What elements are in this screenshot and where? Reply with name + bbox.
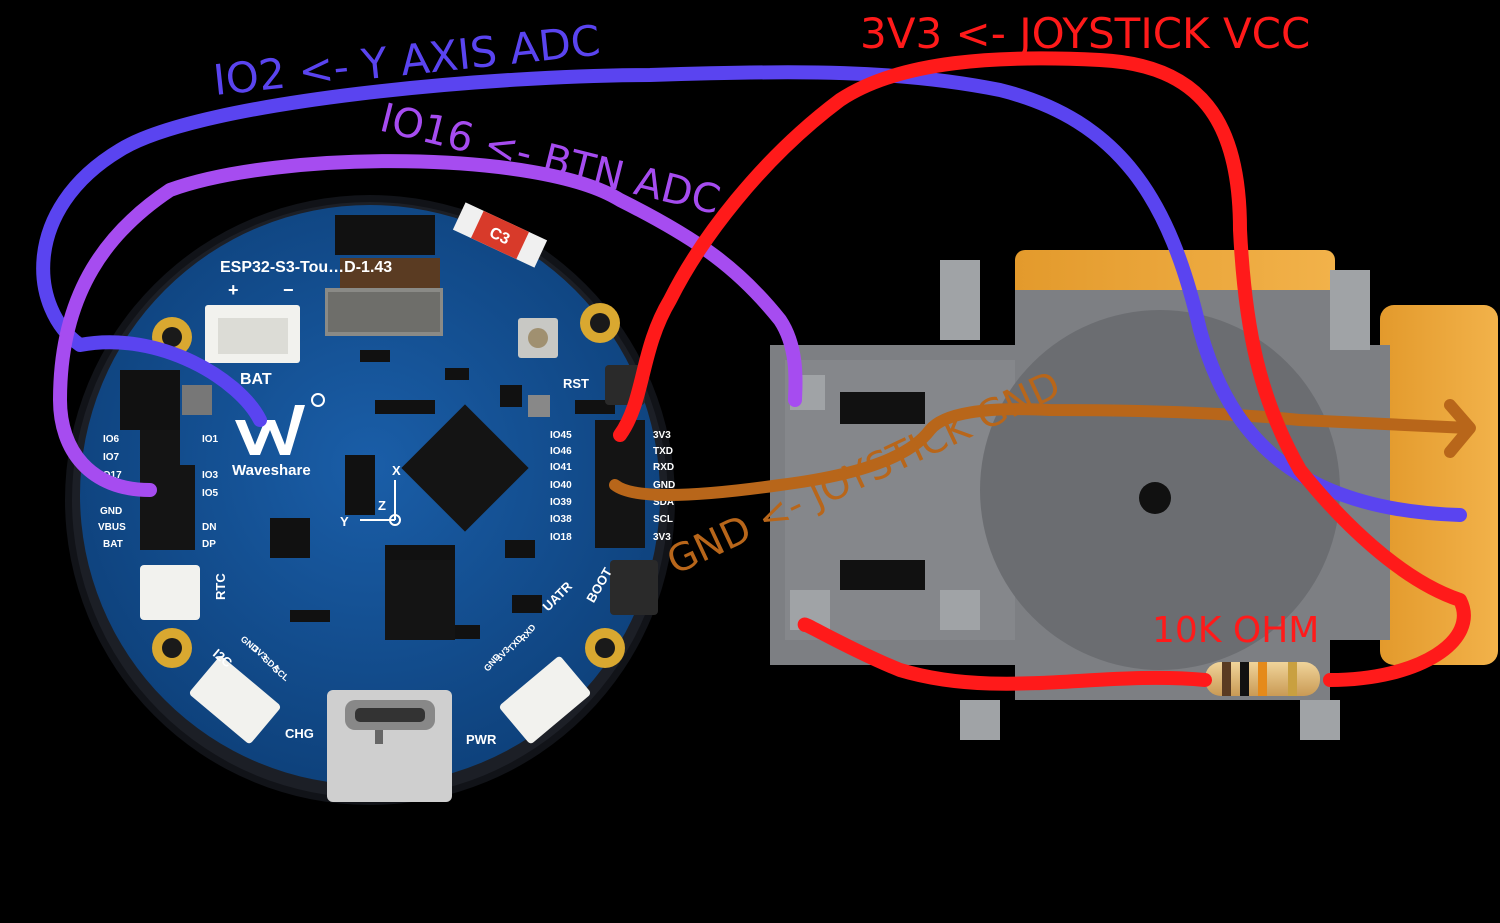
slot	[840, 392, 925, 424]
pin-label: IO46	[550, 446, 572, 457]
pin-label: VBUS	[98, 522, 126, 533]
vcc-label: 3V3 <- JOYSTICK VCC	[860, 9, 1310, 58]
wire-vcc-resistor-lead	[797, 617, 1212, 691]
pin-label: RXD	[653, 462, 674, 473]
waveshare-logo-icon	[235, 393, 325, 455]
i2c-connector	[189, 656, 281, 744]
esp32-board: C3 ESP32-S3-Tou…D-1.43 + − BAT	[65, 195, 675, 805]
pin-label: IO41	[550, 462, 572, 473]
flash-chip	[385, 560, 455, 640]
pwr-label: PWR	[466, 732, 497, 747]
right-pin-labels-left: IO45 IO46 IO41 IO40 IO39 IO38 IO18	[550, 430, 572, 543]
capacitor-c3: C3	[452, 202, 548, 268]
pin-label: IO39	[550, 497, 572, 508]
pin-label: IO3	[202, 470, 219, 481]
axis-y-label: Y	[340, 514, 349, 529]
pin-label: 3V3	[653, 532, 671, 543]
pin-label: IO38	[550, 514, 572, 525]
slot	[840, 560, 925, 590]
bat-plus: +	[228, 280, 239, 300]
left-pin-labels: IO6 IO7 IO17 GND VBUS BAT	[98, 434, 126, 550]
brand-label: Waveshare	[232, 462, 311, 479]
bat-minus: −	[283, 280, 294, 300]
pin-label: GND	[653, 480, 675, 491]
board-title: ESP32-S3-Tou…D-1.43	[220, 259, 392, 276]
uart-connector	[499, 656, 591, 744]
wire-y-axis	[36, 65, 1467, 522]
smd-components	[120, 350, 615, 639]
pin-label: IO5	[202, 488, 219, 499]
display-fpc-connector	[325, 215, 443, 336]
pin-label: IO7	[103, 452, 120, 463]
axis-indicator	[360, 480, 401, 526]
bat-label: BAT	[240, 371, 272, 388]
wires	[36, 51, 1476, 691]
resistor-icon	[1205, 662, 1320, 696]
joystick-side-knob	[1380, 305, 1498, 665]
pin-label: IO18	[550, 532, 572, 543]
wire-gnd	[609, 403, 1474, 501]
pin-label: IO17	[100, 470, 122, 481]
pin-label: IO45	[550, 430, 572, 441]
metal-tabs	[790, 260, 1370, 740]
wire-btn	[53, 154, 803, 497]
mounting-holes	[152, 303, 625, 668]
pin-label: IO1	[202, 434, 219, 445]
joystick-module-icon	[770, 250, 1498, 740]
rtc-connector	[140, 565, 200, 620]
wire-gnd-arrow	[1444, 399, 1476, 458]
left-pin-labels-right: IO1 IO3 IO5 DN DP	[202, 434, 219, 550]
usb-c-connector-icon[interactable]	[327, 690, 452, 802]
joystick-top-knob	[1015, 250, 1335, 300]
pin-label: SDA	[653, 497, 674, 508]
axis-x-label: X	[392, 463, 401, 478]
resistor-label: 10K OHM	[1152, 610, 1319, 651]
pin-label: IO40	[550, 480, 572, 491]
right-pin-labels-right: 3V3 TXD RXD GND SDA SCL 3V3	[653, 430, 675, 543]
wire-vcc	[613, 51, 1471, 687]
boot-button[interactable]	[610, 560, 658, 615]
pin-label: GND	[100, 506, 122, 517]
pin-label: 3V3	[653, 430, 671, 441]
esp32-chip	[401, 404, 529, 532]
chg-label: CHG	[285, 726, 314, 741]
pin-label: SCL	[653, 514, 673, 525]
battery-connector: + − BAT	[205, 280, 300, 388]
pin-label: IO6	[103, 434, 120, 445]
pin-label: DN	[202, 522, 216, 533]
pin-label: BAT	[103, 539, 123, 550]
axis-z-label: Z	[378, 498, 386, 513]
pin-label: TXD	[653, 446, 673, 457]
rtc-label: RTC	[213, 573, 228, 600]
pin-label: DP	[202, 539, 216, 550]
rst-label: RST	[563, 376, 589, 391]
